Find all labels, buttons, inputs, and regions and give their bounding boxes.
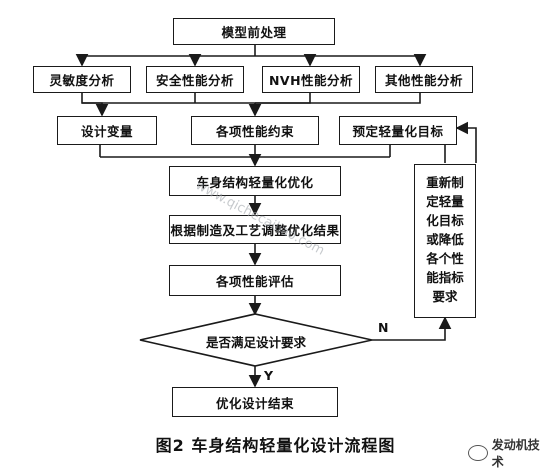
decision-diamond	[139, 313, 373, 367]
reset-target-box: 重新制 定轻量 化目标 或降低 各个性 能指标 要求	[414, 164, 476, 318]
evaluate-label: 各项性能评估	[215, 274, 294, 289]
yes-label: Y	[264, 368, 274, 383]
end-label: 优化设计结束	[215, 395, 294, 411]
reset-line-3: 化目标	[426, 213, 464, 228]
analysis-other-box: 其他性能分析	[375, 66, 473, 93]
preprocess-box: 模型前处理	[173, 18, 335, 45]
figure-caption: 图2 车身结构轻量化设计流程图	[155, 436, 396, 455]
optimize-box: 车身结构轻量化优化	[169, 166, 341, 196]
logo-text: 发动机技术	[491, 438, 540, 469]
constraints-box: 各项性能约束	[191, 116, 319, 145]
reset-line-5: 各个性	[426, 251, 464, 266]
reset-line-1: 重新制	[426, 175, 464, 190]
analysis-sensitivity-label: 灵敏度分析	[49, 73, 115, 88]
analysis-nvh-label: NVH性能分析	[268, 73, 354, 88]
adjust-box: 根据制造及工艺调整优化结果	[169, 215, 341, 244]
constraints-label: 各项性能约束	[215, 124, 294, 139]
wechat-icon	[468, 445, 488, 461]
analysis-nvh-box: NVH性能分析	[262, 66, 360, 93]
design-variables-label: 设计变量	[80, 124, 133, 139]
adjust-label: 根据制造及工艺调整优化结果	[170, 223, 340, 238]
decision-label: 是否满足设计要求	[206, 335, 307, 350]
target-label: 预定轻量化目标	[352, 124, 444, 139]
analysis-safety-label: 安全性能分析	[155, 73, 234, 88]
analysis-safety-box: 安全性能分析	[146, 66, 244, 93]
publisher-logo: 发动机技术	[468, 436, 551, 470]
reset-line-7: 要求	[432, 289, 458, 304]
design-variables-box: 设计变量	[57, 116, 157, 145]
optimize-label: 车身结构轻量化优化	[196, 174, 314, 190]
analysis-sensitivity-box: 灵敏度分析	[33, 66, 131, 93]
evaluate-box: 各项性能评估	[169, 265, 341, 296]
end-box: 优化设计结束	[172, 387, 338, 417]
reset-line-6: 能指标	[426, 270, 464, 285]
target-box: 预定轻量化目标	[339, 116, 457, 145]
preprocess-label: 模型前处理	[221, 25, 287, 40]
reset-line-2: 定轻量	[426, 194, 464, 209]
analysis-other-label: 其他性能分析	[384, 73, 463, 88]
reset-line-4: 或降低	[426, 232, 464, 247]
no-label: N	[378, 320, 389, 335]
